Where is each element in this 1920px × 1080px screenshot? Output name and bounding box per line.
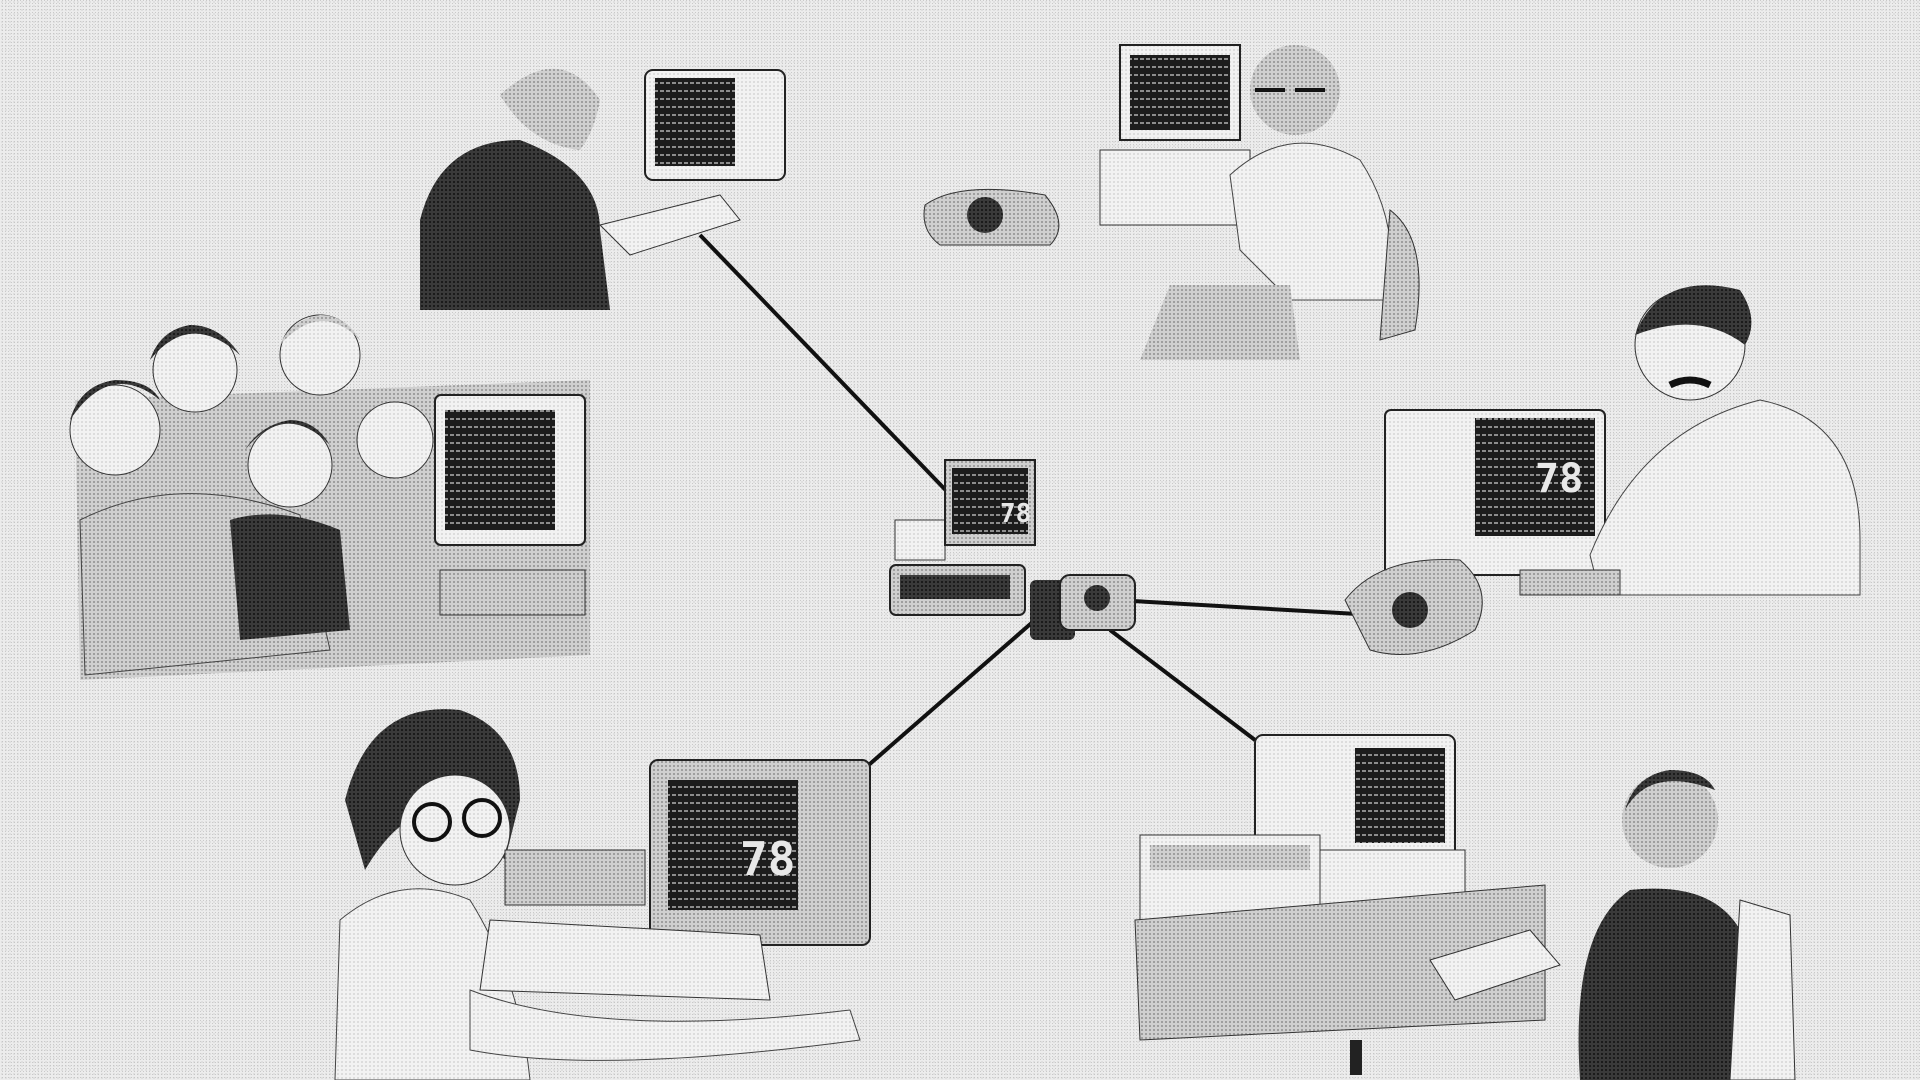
mustache: [1668, 376, 1712, 389]
man-seated-top-right: [923, 44, 1420, 360]
right-screen-readout: 78: [1535, 456, 1583, 502]
man-shirt: [1229, 142, 1393, 301]
boy-1-head: [69, 384, 161, 476]
bottom-left-screen: [668, 780, 798, 910]
boys-screen: [445, 410, 555, 530]
bottom-right-keyboard: [1429, 929, 1561, 1001]
woman-with-glasses-bottom-left: 78: [334, 709, 871, 1080]
top-left-keyboard: [599, 194, 741, 256]
hub-screen-readout: 78: [1000, 499, 1031, 529]
boys-keyboard: [439, 569, 586, 616]
mustache-man-shirt: [1589, 399, 1861, 596]
hub-disk-drive: [894, 519, 946, 561]
bottom-left-face: [399, 774, 511, 886]
bottom-left-keyboard: [479, 919, 771, 1001]
bottom-left-disk-drive: [504, 849, 646, 906]
bottom-right-screen: [1355, 748, 1445, 843]
woman-body: [420, 140, 610, 310]
man-at-desk-bottom-right: [1134, 734, 1796, 1080]
man-trousers: [1140, 285, 1300, 360]
cable-to-bottom-left: [838, 618, 1037, 792]
right-keyboard: [1519, 569, 1621, 596]
bottom-right-body: [1578, 888, 1760, 1080]
bottom-left-arm: [469, 989, 861, 1061]
right-screen: [1475, 418, 1595, 536]
bottom-left-screen-readout: 78: [740, 832, 795, 886]
bottom-right-chair: [1729, 899, 1796, 1080]
hub-screen: [952, 468, 1028, 534]
central-hub-computer: 78: [889, 459, 1136, 640]
bottom-right-desk: [1134, 884, 1546, 1041]
woman-hair: [500, 68, 600, 150]
top-left-screen: [655, 78, 735, 166]
boys-group-left: [69, 314, 590, 680]
boy-5-head: [356, 401, 434, 479]
woman-at-terminal-top-left: [420, 68, 786, 310]
top-right-chair: [1379, 209, 1420, 341]
bottom-right-head: [1622, 772, 1718, 868]
cable-to-right: [1114, 598, 1376, 617]
cable-to-top-left: [698, 233, 962, 507]
network-cables: [698, 233, 1376, 792]
mustache-man-right: 78: [1344, 285, 1861, 655]
top-right-keyboard: [1099, 149, 1251, 226]
cable-to-bottom-right: [1108, 628, 1257, 742]
top-right-screen: [1130, 55, 1230, 130]
